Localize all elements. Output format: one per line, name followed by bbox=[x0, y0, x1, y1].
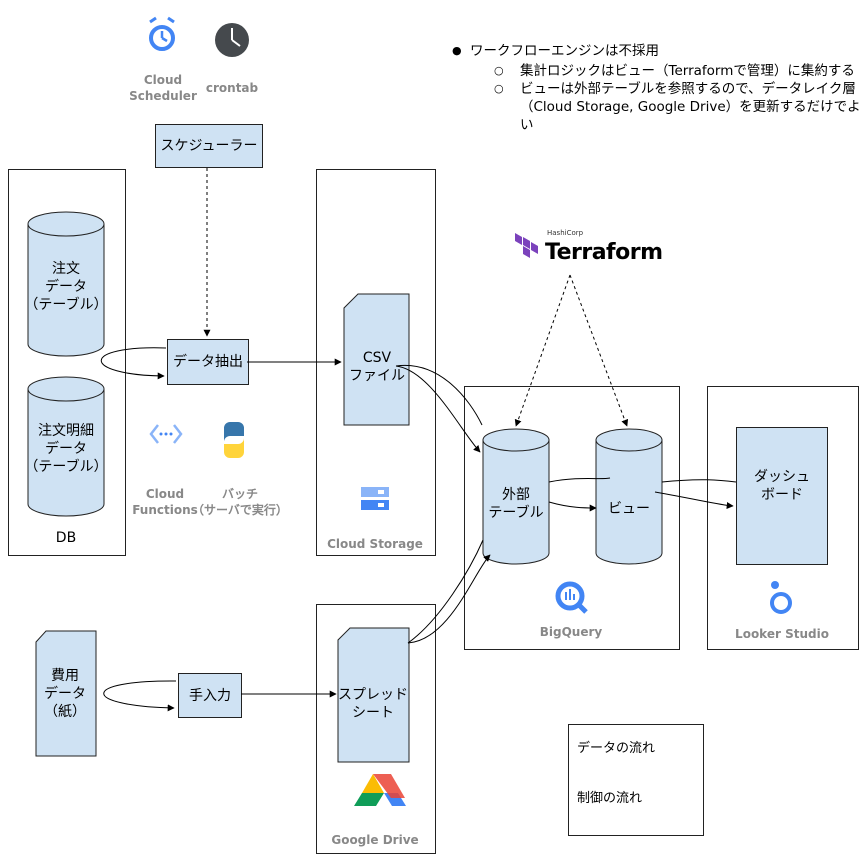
flow-ext-view bbox=[548, 477, 611, 483]
extract-node: データ抽出 bbox=[167, 339, 249, 385]
bigquery-icon bbox=[555, 581, 588, 614]
cloud-scheduler-icon bbox=[149, 16, 175, 51]
external-table-cylinder bbox=[482, 428, 550, 565]
flow-view-dash bbox=[661, 479, 737, 483]
google-drive-label: Google Drive bbox=[331, 833, 419, 847]
dashboard-node: ダッシュ ボード bbox=[736, 427, 828, 565]
flow-csv-ext bbox=[395, 364, 483, 426]
legend-data-flow-label: データの流れ bbox=[577, 741, 656, 756]
flow-db-extract bbox=[100, 347, 167, 380]
notes-panel: ワークフローエンジンは不採用 集計ロジックはビュー（Terraformで管理）に… bbox=[452, 42, 862, 134]
terraform-label: Terraform bbox=[545, 240, 663, 265]
flow-view-dash-2 bbox=[654, 491, 734, 510]
csv-file-shape bbox=[343, 293, 410, 426]
crontab-clock-icon bbox=[215, 23, 249, 57]
view-label: ビュー bbox=[608, 501, 650, 517]
cloud-storage-icon bbox=[361, 487, 389, 510]
order-details-label: 注文明細 データ （テーブル） bbox=[24, 423, 108, 475]
external-table-label: 外部 テーブル bbox=[488, 487, 544, 521]
cloud-scheduler-label: Cloud Scheduler bbox=[129, 73, 197, 103]
cloud-functions-icon bbox=[149, 424, 183, 444]
manual-input-node: 手入力 bbox=[178, 673, 242, 718]
control-flow-terraform-view bbox=[569, 274, 629, 427]
google-drive-icon bbox=[354, 774, 406, 806]
flow-ext-view-2 bbox=[548, 501, 597, 512]
flow-expense-manual bbox=[103, 680, 177, 712]
db-label: DB bbox=[55, 530, 77, 546]
note-sub-1: 集計ロジックはビュー（Terraformで管理）に集約する bbox=[494, 62, 862, 80]
looker-studio-label: Looker Studio bbox=[735, 627, 829, 641]
bigquery-label: BigQuery bbox=[539, 625, 603, 639]
manual-input-label: 手入力 bbox=[189, 687, 231, 704]
flow-sheet-ext bbox=[407, 539, 484, 644]
csv-label: CSV ファイル bbox=[349, 350, 405, 384]
python-logo-icon bbox=[224, 422, 244, 458]
note-sub-2: ビューは外部テーブルを参照するので、データレイク層（Cloud Storage,… bbox=[494, 80, 862, 134]
extract-label: データ抽出 bbox=[173, 354, 243, 370]
terraform-logo-icon bbox=[515, 233, 538, 258]
crontab-label: crontab bbox=[205, 81, 259, 95]
cloud-storage-label: Cloud Storage bbox=[327, 537, 423, 551]
expense-label: 費用 データ （紙） bbox=[44, 668, 86, 720]
flow-csv-ext-2 bbox=[395, 365, 481, 453]
legend: データの流れ 制御の流れ bbox=[568, 724, 704, 836]
expense-doc-shape bbox=[35, 630, 97, 757]
terraform-vendor-label: HashiCorp bbox=[547, 229, 584, 237]
note-main: ワークフローエンジンは不採用 bbox=[452, 42, 862, 60]
view-cylinder bbox=[595, 428, 663, 565]
scheduler-label: スケジューラー bbox=[160, 138, 258, 154]
orders-label: 注文 データ （テーブル） bbox=[24, 261, 108, 313]
looker-studio-icon bbox=[770, 581, 792, 614]
spreadsheet-label: スプレッド シート bbox=[338, 687, 408, 721]
orders-cylinder bbox=[27, 211, 105, 357]
flow-sheet-ext-2 bbox=[407, 554, 491, 644]
legend-control-flow-label: 制御の流れ bbox=[577, 791, 643, 806]
cloud-functions-label: Cloud Functions bbox=[132, 487, 198, 517]
batch-label: バッチ （サーバで実行） bbox=[192, 487, 288, 517]
dashboard-label: ダッシュ ボード bbox=[754, 469, 810, 503]
control-flow-terraform-ext bbox=[514, 274, 571, 427]
order-details-cylinder bbox=[27, 376, 105, 517]
scheduler-node: スケジューラー bbox=[155, 124, 263, 168]
spreadsheet-shape bbox=[337, 627, 410, 763]
